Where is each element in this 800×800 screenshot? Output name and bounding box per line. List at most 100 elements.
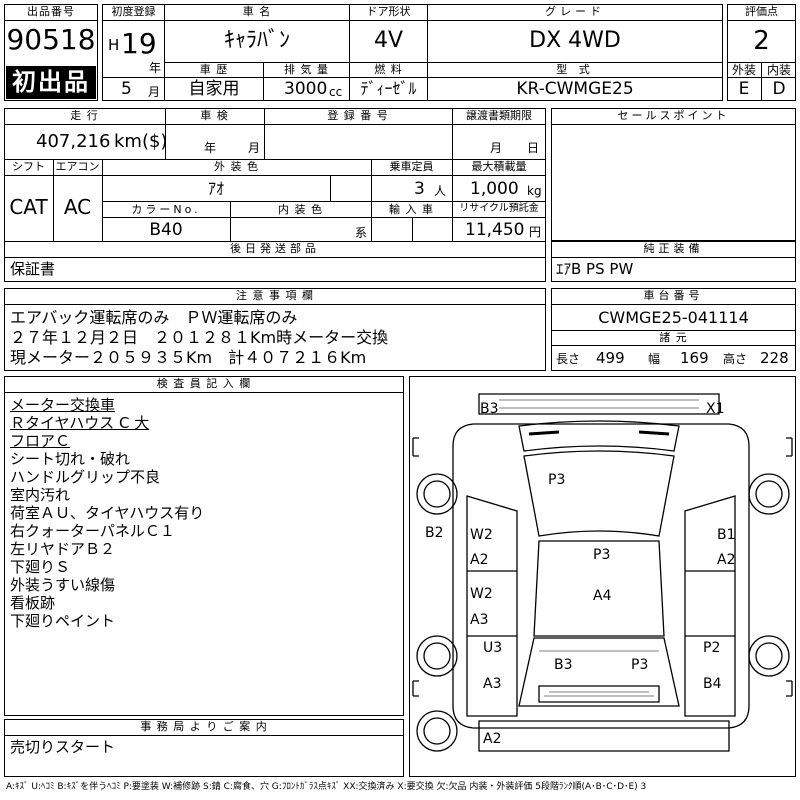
- int-color-unit: 系: [355, 226, 368, 240]
- mark-u3-left: U3: [483, 640, 503, 656]
- model-label: 型 式: [556, 63, 594, 76]
- mark-p3-rear: P3: [631, 657, 649, 673]
- mark-a3-left-bottom: A3: [483, 676, 502, 692]
- genuine: ｴｱB PS PW: [556, 260, 634, 278]
- later-parts-box: [4, 241, 546, 282]
- mark-p3-windshield: P3: [548, 472, 566, 488]
- mark-b3-top: B3: [480, 401, 499, 417]
- inspector-line-10: 下廻りＳ: [10, 558, 71, 576]
- month: 5: [121, 79, 132, 99]
- year-unit: 年: [149, 61, 162, 75]
- mark-a2-left-front: A2: [470, 552, 489, 568]
- displacement-unit: cc: [329, 85, 343, 99]
- chassis-box: [551, 288, 796, 371]
- max-load-unit: kg: [527, 184, 542, 198]
- mark-x1-top: X1: [706, 401, 725, 417]
- inspector-lines: メーター交換車 Ｒタイヤハウス C 大 フロアＣ シート切れ・破れ ハンドルグリ…: [10, 396, 204, 630]
- exterior-label: 外装: [731, 63, 756, 77]
- mileage: 407,216: [36, 131, 111, 152]
- max-load-label: 最大積載量: [471, 160, 527, 173]
- interior-label: 内装: [766, 63, 791, 77]
- recycle-unit: 円: [529, 225, 542, 239]
- color-no-label: カラーNo.: [131, 203, 201, 216]
- damage-diagram-box: [409, 376, 796, 777]
- era: H: [108, 36, 120, 54]
- notes-label: 注 意 事 項 欄: [236, 289, 314, 302]
- ac: AC: [63, 195, 92, 219]
- inspector-line-2: Ｒタイヤハウス C 大: [10, 414, 150, 432]
- month-unit: 月: [148, 85, 161, 99]
- mark-a3-left-rear: A3: [470, 612, 489, 628]
- model: KR-CWMGE25: [516, 79, 634, 99]
- door-label: ドア形状: [366, 5, 411, 18]
- inspector-line-8: 右クォーターパネルＣ１: [10, 522, 175, 540]
- inspection-month-unit: 月: [248, 141, 261, 155]
- first-listing-badge: 初出品: [6, 66, 96, 99]
- length: 499: [596, 349, 625, 367]
- model-box: [427, 62, 723, 101]
- chassis-number: CWMGE25-041114: [598, 308, 749, 327]
- interior-grade: D: [772, 79, 786, 99]
- recycle: 11,450: [465, 220, 525, 240]
- displacement: 3000: [284, 79, 328, 99]
- mark-p3-roof: P3: [593, 547, 611, 563]
- int-color-label: 内 装 色: [278, 203, 323, 216]
- mileage-unit: km($): [114, 131, 168, 152]
- notes-box: [4, 288, 546, 371]
- sales-point-box: [551, 108, 796, 241]
- transfer-month-unit: 月: [490, 141, 503, 155]
- office-text: 売切りスタート: [10, 738, 116, 756]
- import-label: 輸 入 車: [389, 203, 434, 216]
- capacity: 3: [414, 179, 425, 199]
- mark-b4-right: B4: [703, 676, 722, 692]
- inspector-line-3: フロアＣ: [10, 432, 71, 450]
- history: 自家用: [188, 79, 240, 99]
- transfer-label: 譲渡書類期限: [466, 109, 532, 122]
- length-label: 長さ: [556, 352, 581, 366]
- later-parts: 保証書: [10, 260, 56, 278]
- mark-w2-left-rear: W2: [470, 586, 493, 602]
- mileage-label: 走 行: [70, 109, 99, 122]
- car-name-label: 車 名: [242, 5, 272, 18]
- width-label: 幅: [648, 352, 661, 366]
- shift-label: シフト: [12, 160, 45, 173]
- mark-a4-roof: A4: [593, 588, 612, 604]
- mark-p2-right: P2: [703, 640, 721, 656]
- inspector-line-7: 荷室ＡＵ、タイヤハウス有り: [10, 504, 205, 522]
- notes-line-2: ２７年１２月２日 ２０１２８１Km時メーター交換: [10, 328, 389, 347]
- ext-color-label: 外 装 色: [214, 160, 259, 173]
- genuine-box: [551, 241, 796, 282]
- mark-b1-right: B1: [717, 527, 736, 543]
- sales-point-label: セールスポイント: [617, 109, 730, 122]
- score: 2: [753, 26, 770, 56]
- width: 169: [680, 349, 709, 367]
- mark-w2-left-front: W2: [470, 527, 493, 543]
- mark-b3-rear: B3: [554, 657, 573, 673]
- fuel-label: 燃 料: [374, 63, 403, 76]
- inspector-line-4: シート切れ・破れ: [10, 450, 131, 468]
- chassis-label: 車台番号: [643, 289, 704, 302]
- inspection-year-unit: 年: [204, 141, 217, 155]
- grade: DX 4WD: [529, 28, 621, 53]
- year: 19: [121, 27, 157, 60]
- inspector-line-12: 看板跡: [10, 594, 56, 612]
- recycle-label: リサイクル預託金: [459, 203, 539, 214]
- color-no: B40: [149, 220, 183, 240]
- inspector-label: 検 査 員 記 入 欄: [156, 377, 252, 390]
- height-label: 高さ: [723, 352, 748, 366]
- specs-label: 諸 元: [659, 331, 688, 344]
- grade-label: グレード: [545, 5, 605, 18]
- car-name: ｷｬﾗﾊﾞﾝ: [223, 28, 290, 53]
- exterior-grade: E: [738, 79, 750, 99]
- genuine-label: 純正装備: [643, 242, 704, 255]
- lot-number-label: 出品番号: [27, 5, 75, 18]
- displacement-label: 排 気 量: [284, 63, 329, 76]
- inspector-line-9: 左リヤドアＢ２: [10, 540, 116, 558]
- legend: A:ｷｽﾞ U:ﾍｺﾐ B:ｷｽﾞを伴うﾍｺﾐ P:要塗装 W:補修跡 S:錆 …: [6, 782, 647, 792]
- fuel: ﾃﾞｨｰｾﾞﾙ: [360, 79, 417, 98]
- height: 228: [760, 349, 789, 367]
- office-label: 事 務 局 よ り ご 案 内: [140, 720, 268, 733]
- mark-a2-right-front: A2: [717, 552, 736, 568]
- lot-number: 90518: [6, 23, 96, 56]
- inspector-line-6: 室内汚れ: [10, 486, 71, 504]
